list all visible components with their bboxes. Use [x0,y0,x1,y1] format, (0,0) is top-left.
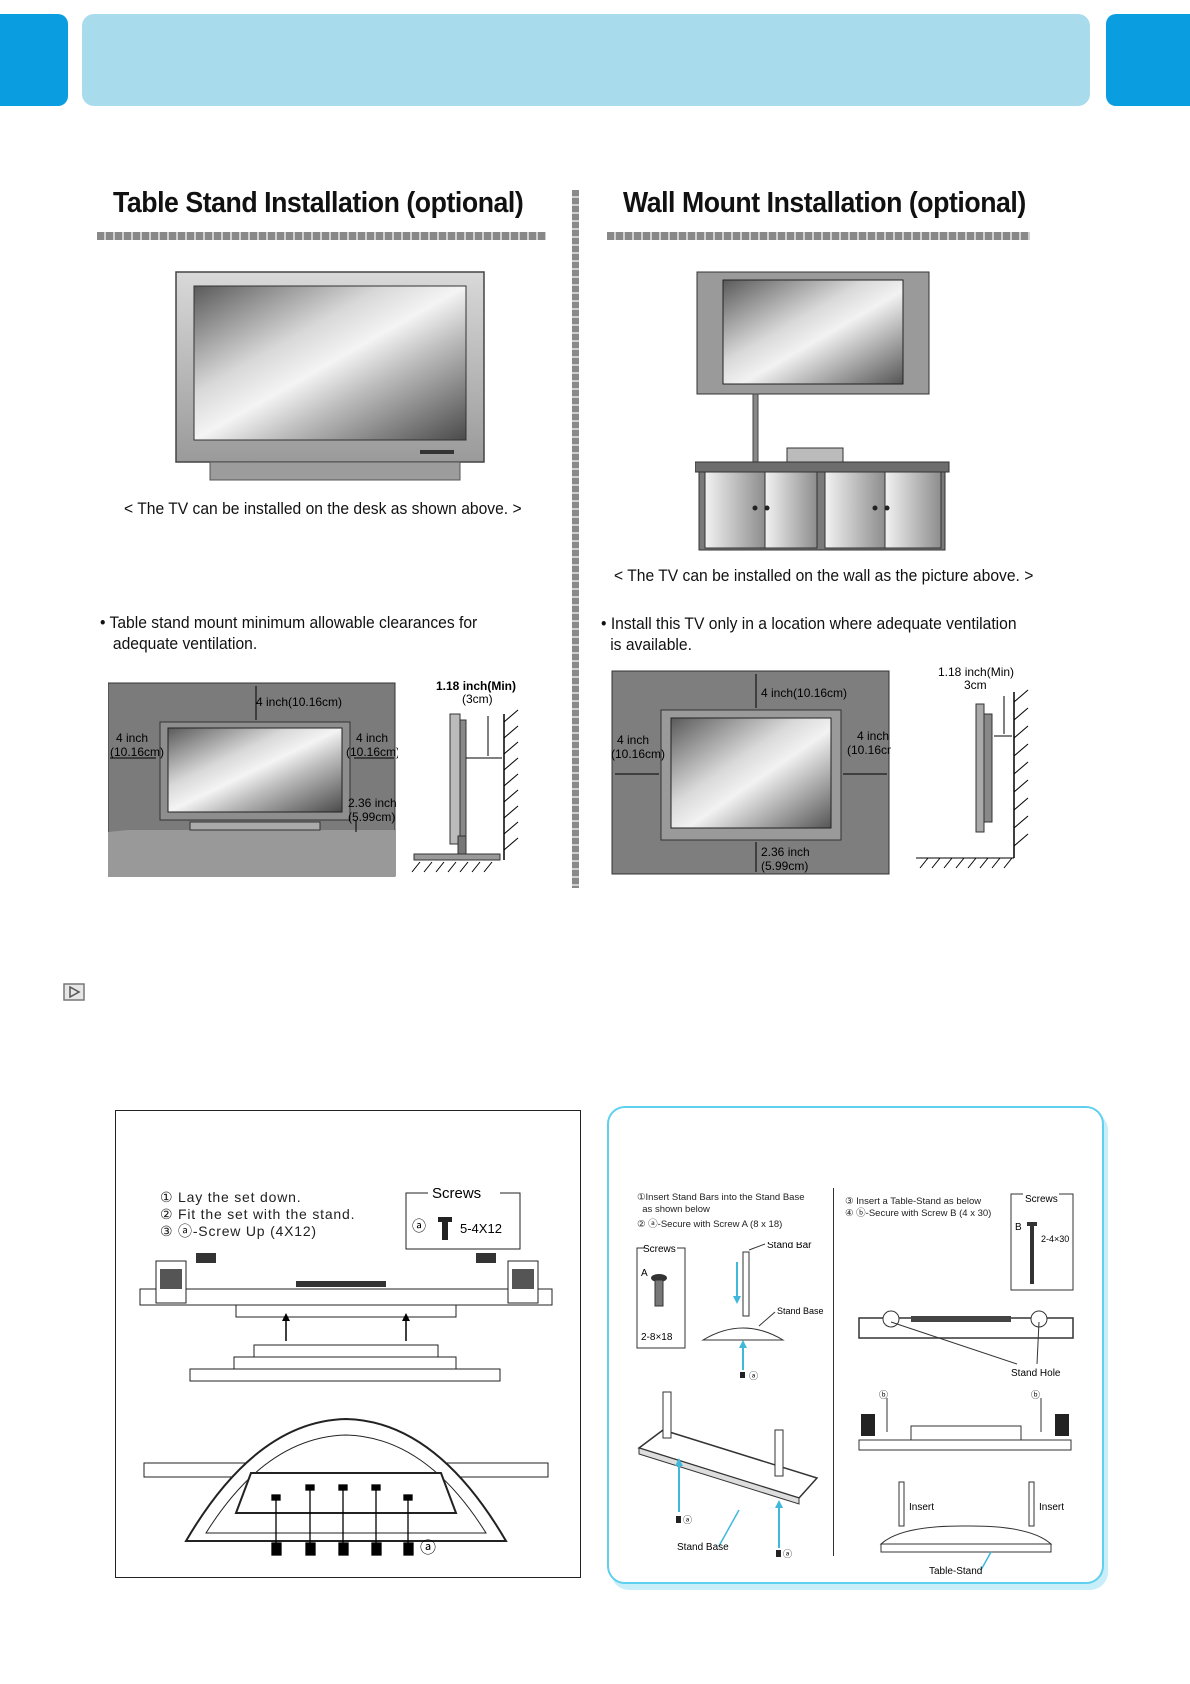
mark-a3: ⓐ [783,1549,792,1559]
screws-title: Screws [432,1185,481,1202]
label-stand-hole: Stand Hole [1011,1368,1061,1379]
screw-b-tag: B [1015,1222,1022,1233]
header-tab-right [1106,14,1190,106]
wall-mount-title: Wall Mount Installation (optional) [623,187,1026,220]
wall-dim-left-b: (10.16cm) [611,747,665,761]
wall-dim-top: 4 inch(10.16cm) [761,686,847,700]
dim-right-a: 4 inch [356,731,388,745]
header-tab-left [0,14,68,106]
wall-dim-bottom-b: (5.99cm) [761,859,808,873]
mark-b1: ⓑ [879,1390,888,1400]
mark-b2: ⓑ [1031,1390,1040,1400]
dim-bottom-b: (5.99cm) [348,810,395,824]
wall-mount-clearance-diagram: 4 inch(10.16cm) 4 inch (10.16cm) 4 inch … [611,670,891,876]
tv-wall-mount-illustration [695,270,951,552]
screws-b-title: Screws [1025,1194,1058,1205]
table-stand-side-view: 1.18 inch(Min) (3cm) [408,676,532,878]
screw-spec: 5-4X12 [460,1221,502,1236]
wall-dim-side-a: 1.18 inch(Min) [938,665,1014,679]
wall-mount-caption: < The TV can be installed on the wall as… [614,566,1033,586]
mark-a1: ⓐ [749,1371,758,1381]
label-insert-left: Insert [909,1502,934,1513]
label-insert-right: Insert [1039,1502,1064,1513]
dim-side-b: (3cm) [462,692,493,706]
dim-bottom-a: 2.36 inch [348,796,397,810]
right-panel-divider [833,1188,834,1556]
screw-a-tag: A [641,1268,648,1279]
column-divider [572,190,579,888]
screw-a-spec: 2-8×18 [641,1332,673,1343]
table-stand-insert-diagram: Screws B 2-4×30 Stand Hole ⓑ ⓑ Insert In… [841,1192,1099,1576]
screw-callout: ⓐ [420,1539,436,1557]
dim-left-b: (10.16cm) [110,745,164,759]
table-stand-rule [97,232,546,240]
dim-left-a: 4 inch [116,731,148,745]
wall-dim-bottom-a: 2.36 inch [761,845,810,859]
label-table-stand: Table-Stand [929,1566,982,1576]
wall-dim-right-a: 4 inch [857,729,889,743]
label-stand-base-2: Stand Base [677,1542,729,1553]
wall-mount-rule [607,232,1030,240]
screw-b-spec: 2-4×30 [1041,1234,1069,1244]
table-stand-clearance-diagram: 4 inch(10.16cm) 4 inch (10.16cm) 4 inch … [108,682,398,878]
screws-a-title: Screws [643,1244,676,1255]
stand-bar-assembly-panel: ①Insert Stand Bars into the Stand Base a… [607,1106,1104,1584]
stand-bar-diagram: Screws A 2-8×18 Stand Bar Stand Base ⓐ ⓐ… [619,1242,833,1582]
wall-dim-right-b: (10.16cm) [847,743,891,757]
dim-right-b: (10.16cm) [346,745,398,759]
wall-mount-ventilation-note: • Install this TV only in a location whe… [601,613,1024,655]
dim-top-label: 4 inch(10.16cm) [256,695,342,709]
stand-fitting-diagram: ⓐ [136,1251,566,1571]
play-icon [63,983,85,1001]
assembly-right-steps-1: ①Insert Stand Bars into the Stand Base a… [637,1192,804,1231]
table-stand-title: Table Stand Installation (optional) [113,187,523,220]
header-title-bar [82,14,1090,106]
wall-mount-side-view: 1.18 inch(Min) 3cm [916,662,1036,876]
dim-side-a: 1.18 inch(Min) [436,679,516,693]
wall-dim-left-a: 4 inch [617,733,649,747]
tv-on-desk-illustration [170,268,490,486]
wall-dim-side-b: 3cm [964,678,987,692]
assembly-steps: ① Lay the set down.② Fit the set with th… [160,1189,355,1240]
label-stand-bar: Stand Bar [767,1242,812,1251]
mark-a2: ⓐ [683,1515,692,1525]
stand-assembly-panel: ① Lay the set down.② Fit the set with th… [115,1110,581,1578]
screw-tag: ⓐ [412,1218,426,1234]
table-stand-clearance-note: • Table stand mount minimum allowable cl… [100,612,486,654]
screws-box: Screws ⓐ 5-4X12 [404,1181,524,1251]
label-stand-base: Stand Base [777,1306,824,1316]
table-stand-caption: < The TV can be installed on the desk as… [124,499,522,519]
